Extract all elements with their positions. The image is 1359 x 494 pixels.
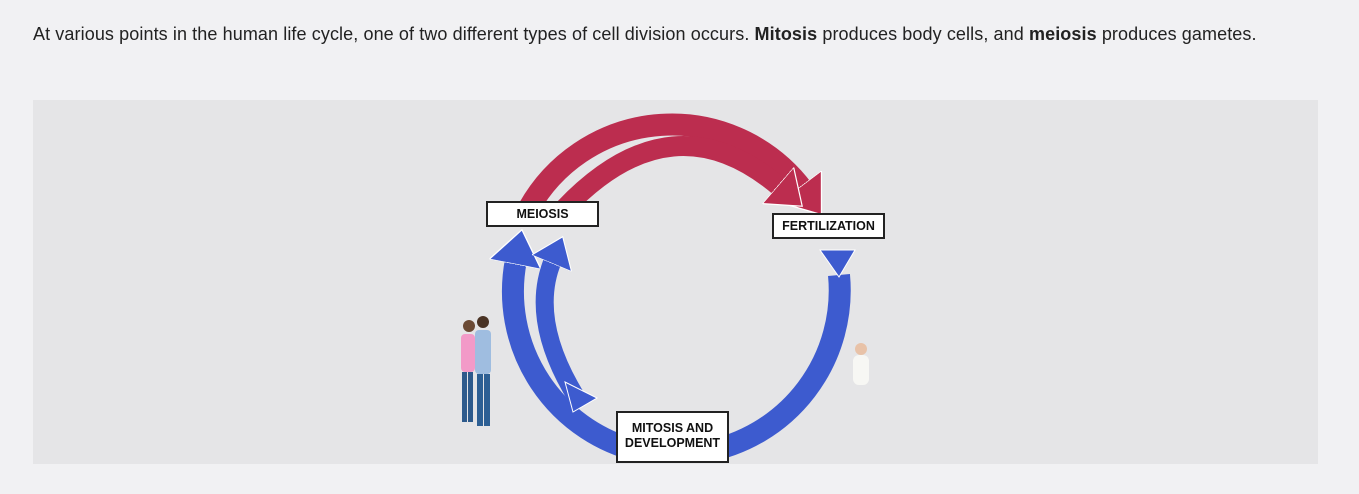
mitosis-return-arrowhead: [564, 381, 599, 413]
meiosis-label: MEIOSIS: [486, 201, 599, 227]
mitosis-development-label: MITOSIS AND DEVELOPMENT: [616, 411, 729, 463]
meiosis-inner-arrow: [557, 136, 781, 215]
life-cycle-diagram: MEIOSIS FERTILIZATION MITOSIS AND DEVELO…: [33, 100, 1318, 464]
intro-text: At various points in the human life cycl…: [33, 24, 755, 44]
mitosis-label-line2: DEVELOPMENT: [624, 436, 721, 450]
baby-image: [853, 343, 869, 385]
development-arrow: [701, 273, 851, 463]
adult-couple-image: [461, 316, 491, 426]
mitosis-outer-arrow: [513, 260, 646, 463]
fertilization-down-arrowhead: [819, 249, 856, 278]
mitosis-inner-arrow: [545, 260, 586, 405]
term-mitosis: Mitosis: [754, 24, 818, 44]
meiosis-outer-arrow: [519, 113, 803, 208]
cycle-arrows: [461, 113, 869, 463]
fertilization-label: FERTILIZATION: [772, 213, 885, 239]
intro-paragraph: At various points in the human life cycl…: [33, 19, 1323, 49]
intro-text: produces gametes.: [1096, 24, 1257, 44]
intro-text: produces body cells, and: [817, 24, 1029, 44]
term-meiosis: meiosis: [1028, 24, 1097, 44]
mitosis-label-line1: MITOSIS AND: [631, 421, 714, 435]
